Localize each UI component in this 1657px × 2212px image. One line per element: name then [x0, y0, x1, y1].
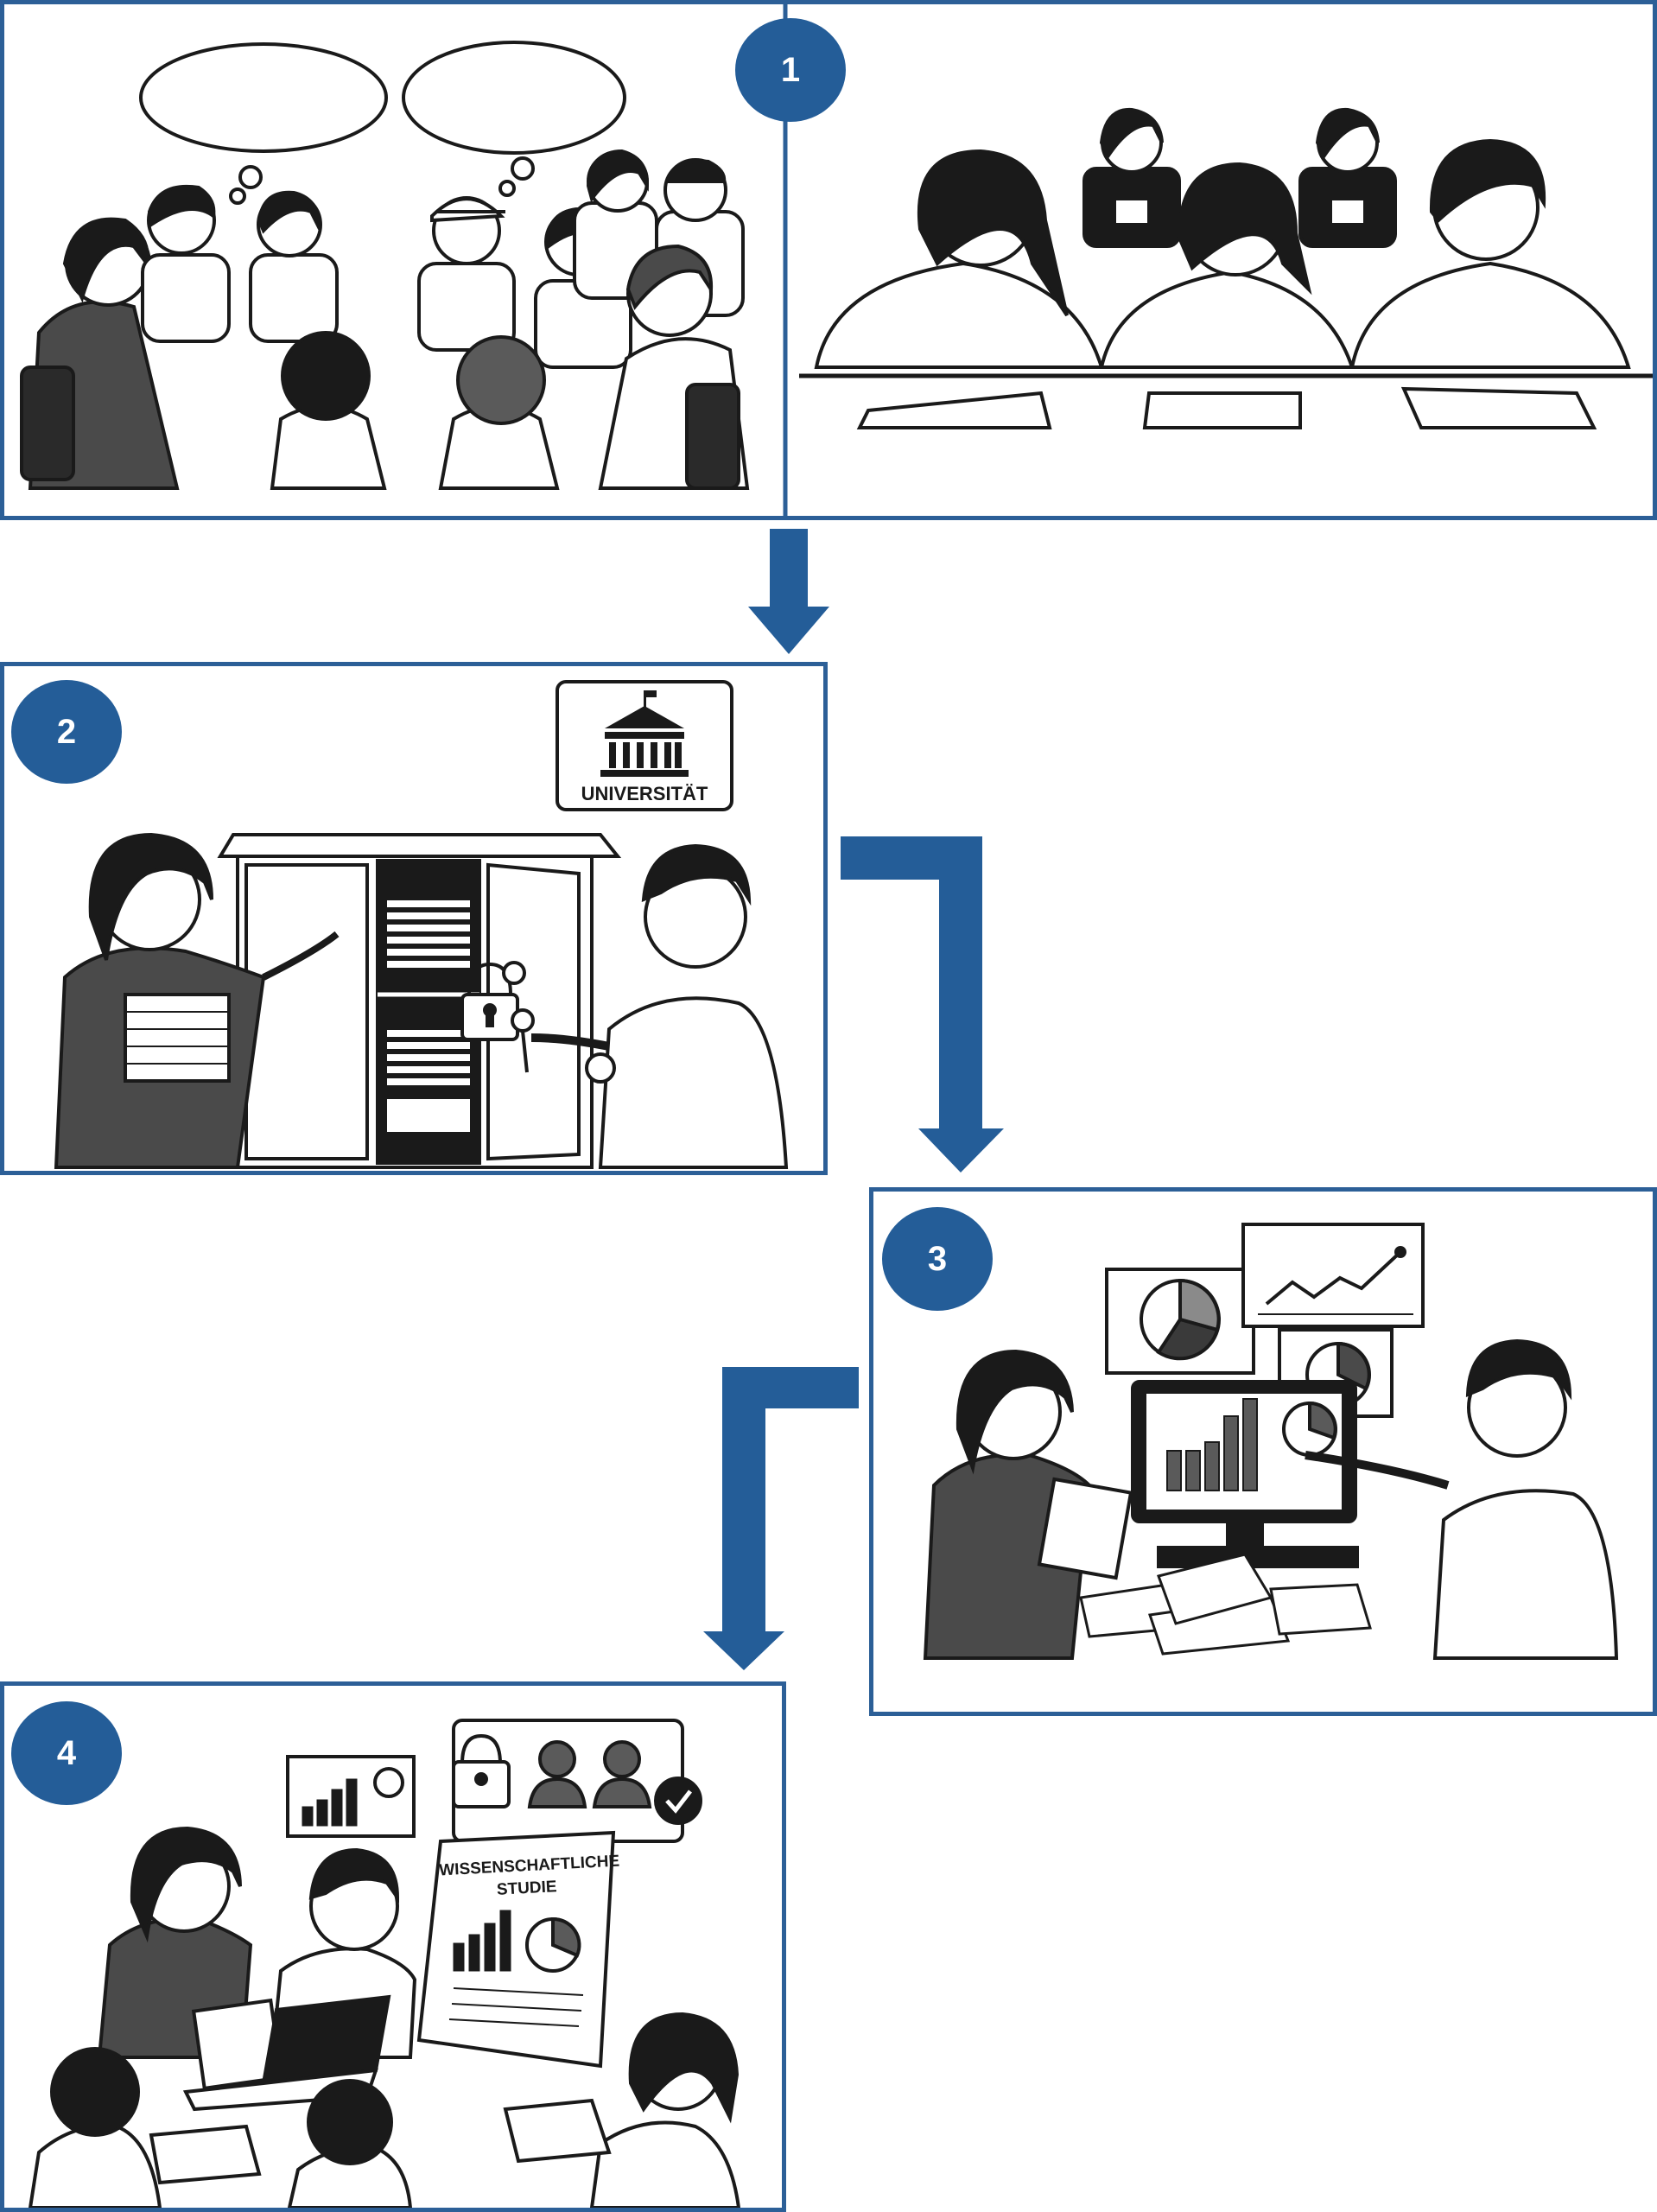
audience — [28, 2012, 741, 2208]
person-audience — [589, 2012, 741, 2208]
keyboard — [1157, 1546, 1359, 1568]
person-student-writing — [1349, 138, 1631, 429]
person-student-background — [1298, 107, 1397, 248]
step4-panel: WISSENSCHAFTLICHE STUDIE — [0, 1681, 786, 2212]
document — [503, 2098, 612, 2164]
step4-illustration: WISSENSCHAFTLICHE STUDIE — [28, 1719, 741, 2208]
pie-chart-icon — [525, 1916, 581, 1973]
step-badge-2: 2 — [11, 680, 122, 784]
person-icon — [527, 1740, 587, 1808]
arrow-step2-to-step3 — [841, 836, 1004, 1173]
step1-panel: 1 — [0, 0, 1657, 520]
person-student-writing — [814, 149, 1104, 429]
worksheet — [1142, 391, 1302, 429]
person-student-writing — [1099, 162, 1355, 429]
person-audience — [28, 2047, 162, 2208]
step3-illustration — [923, 1223, 1619, 1660]
university-sign: UNIVERSITÄT — [556, 680, 733, 811]
step2-panel: UNIVERSITÄT — [0, 662, 828, 1175]
document — [1037, 1477, 1133, 1580]
worksheet — [1400, 386, 1597, 429]
line-chart-icon — [1241, 1223, 1425, 1328]
chair — [20, 365, 75, 481]
checkmark-icon — [654, 1777, 702, 1825]
step-badge-4: 4 — [11, 1701, 122, 1805]
person-audience — [287, 2079, 413, 2208]
university-sign-label: UNIVERSITÄT — [581, 783, 708, 804]
paper-stack — [124, 993, 231, 1083]
arrow-step1-to-step2 — [748, 529, 829, 654]
chair — [685, 383, 740, 490]
poster-title-line2: STUDIE — [496, 1878, 557, 1899]
padlock-icon — [452, 1733, 511, 1808]
laptop-icon — [182, 1994, 391, 2112]
bar-chart-icon — [1166, 1398, 1258, 1491]
person-researcher-man — [1305, 1338, 1619, 1660]
discussion-group — [20, 149, 750, 490]
worksheet — [856, 391, 1052, 429]
person-student-background — [1082, 107, 1181, 248]
person-researcher-woman — [97, 1826, 284, 2091]
university-building-icon — [600, 690, 689, 777]
pie-chart-icon — [1105, 1268, 1255, 1375]
bar-chart-icon — [453, 1910, 511, 1972]
key-icon — [502, 961, 535, 1073]
study-poster: WISSENSCHAFTLICHE STUDIE — [416, 1830, 620, 2069]
person-icon — [592, 1740, 652, 1808]
writing-scene — [799, 107, 1653, 429]
step-badge-3: 3 — [882, 1207, 993, 1311]
thought-bubble-icon — [402, 41, 626, 197]
step3-panel: 3 — [869, 1187, 1657, 1716]
arrow-step3-to-step4 — [703, 1367, 859, 1670]
person-student-back — [438, 335, 560, 490]
computer-monitor — [1131, 1380, 1359, 1568]
document — [149, 2124, 262, 2185]
secure-access-card — [452, 1719, 702, 1843]
person-student-back — [270, 331, 387, 490]
person-researcher-man — [530, 843, 789, 1169]
step2-illustration: UNIVERSITÄT — [54, 680, 789, 1169]
person-student — [141, 184, 231, 343]
papers-on-desk — [1079, 1553, 1372, 1656]
person-student — [417, 196, 516, 352]
person-researcher-woman — [54, 832, 340, 1169]
step-badge-1: 1 — [735, 18, 846, 122]
person-researcher-woman — [923, 1349, 1133, 1660]
locked-cabinet — [217, 833, 622, 1169]
person-student — [249, 190, 339, 343]
bar-chart-icon — [286, 1755, 416, 1838]
step1-illustration — [20, 4, 1653, 516]
thought-bubble-icon — [139, 42, 388, 205]
